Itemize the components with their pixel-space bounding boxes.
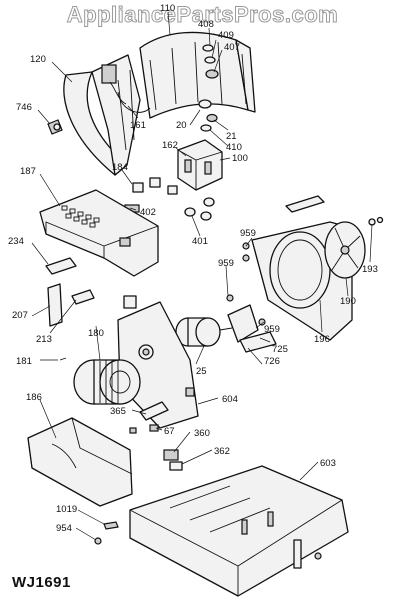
control-brackets: [45, 257, 95, 327]
callout-726: 726: [264, 356, 280, 367]
callout-196: 196: [314, 334, 330, 345]
callout-190: 190: [340, 296, 356, 307]
blower-wheel: [73, 359, 141, 405]
callout-186: 186: [26, 392, 42, 403]
callout-193: 193: [362, 264, 378, 275]
callout-213: 213: [36, 334, 52, 345]
callout-603: 603: [320, 458, 336, 469]
part-181-screw: [59, 357, 67, 361]
part-161-tube: [117, 91, 151, 113]
callout-725: 725: [272, 344, 288, 355]
callout-162: 162: [162, 140, 178, 151]
callout-410: 410: [226, 142, 242, 153]
callout-labels: 110 408 409 407 120 746 161 20 21 410 16…: [8, 3, 378, 534]
control-panel: [39, 189, 159, 277]
callout-234: 234: [8, 236, 24, 247]
callout-360: 360: [194, 428, 210, 439]
screws-1019-954: [94, 521, 322, 560]
part-193-nut: [368, 216, 384, 226]
callout-184: 184: [112, 162, 128, 173]
mounting-hardware: [124, 177, 215, 221]
callout-954: 954: [56, 523, 72, 534]
compressor: [177, 139, 223, 191]
callout-187: 187: [20, 166, 36, 177]
thermostat-parts: [129, 401, 169, 434]
callout-110: 110: [160, 3, 175, 14]
callout-181: 181: [16, 356, 32, 367]
part-bracket-top: [285, 195, 325, 213]
callout-365: 365: [110, 406, 126, 417]
callout-20: 20: [176, 120, 187, 131]
cabinet-base-603: [129, 465, 349, 597]
callout-21: 21: [226, 131, 237, 142]
callout-1019: 1019: [56, 504, 77, 515]
clips-360-362: [163, 449, 183, 471]
condenser-coil: [63, 31, 256, 176]
motor-mount: [227, 304, 277, 353]
callout-362: 362: [214, 446, 230, 457]
callout-409: 409: [218, 30, 234, 41]
model-code: WJ1691: [12, 574, 71, 591]
callout-746: 746: [16, 102, 32, 113]
callout-401: 401: [192, 236, 208, 247]
grommets-20-21: [198, 99, 218, 132]
callout-161: 161: [130, 120, 146, 131]
callout-100: 100: [232, 153, 248, 164]
callout-407: 407: [224, 42, 240, 53]
callout-120: 120: [30, 54, 46, 65]
callout-959-top: 959: [240, 228, 256, 239]
callout-180: 180: [88, 328, 104, 339]
base-drain-pan: [27, 417, 133, 507]
callout-402: 402: [140, 207, 156, 218]
fasteners-408-409-407: [202, 44, 219, 79]
callout-959-low: 959: [264, 324, 280, 335]
part-746-clip: [47, 119, 63, 135]
condenser-fan-blade: [324, 221, 366, 279]
leader-lines: [31, 11, 373, 541]
callout-959-mid: 959: [218, 258, 234, 269]
callout-67: 67: [164, 426, 175, 437]
callout-207: 207: [12, 310, 28, 321]
callout-604: 604: [222, 394, 238, 405]
coil-end-plate: [101, 64, 117, 84]
callout-25: 25: [196, 366, 207, 377]
callout-408: 408: [198, 19, 214, 30]
